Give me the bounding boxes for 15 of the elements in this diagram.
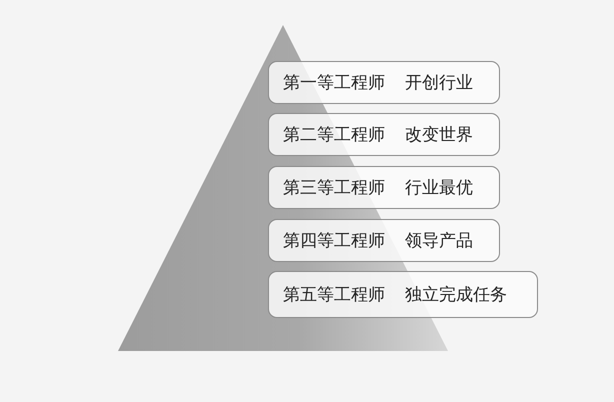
level-box — [268, 271, 538, 318]
engineer-level: 第三等工程师 — [283, 177, 385, 199]
level-box — [268, 219, 500, 262]
level-description: 领导产品 — [405, 230, 473, 252]
level-box — [268, 113, 500, 156]
level-box — [268, 61, 500, 104]
level-description: 开创行业 — [405, 72, 473, 94]
level-box — [268, 166, 500, 209]
engineer-level: 第一等工程师 — [283, 72, 385, 94]
level-description: 改变世界 — [405, 124, 473, 146]
level-description: 行业最优 — [405, 177, 473, 199]
level-description: 独立完成任务 — [405, 284, 507, 306]
engineer-level: 第二等工程师 — [283, 124, 385, 146]
engineer-level: 第四等工程师 — [283, 230, 385, 252]
engineer-level: 第五等工程师 — [283, 284, 385, 306]
